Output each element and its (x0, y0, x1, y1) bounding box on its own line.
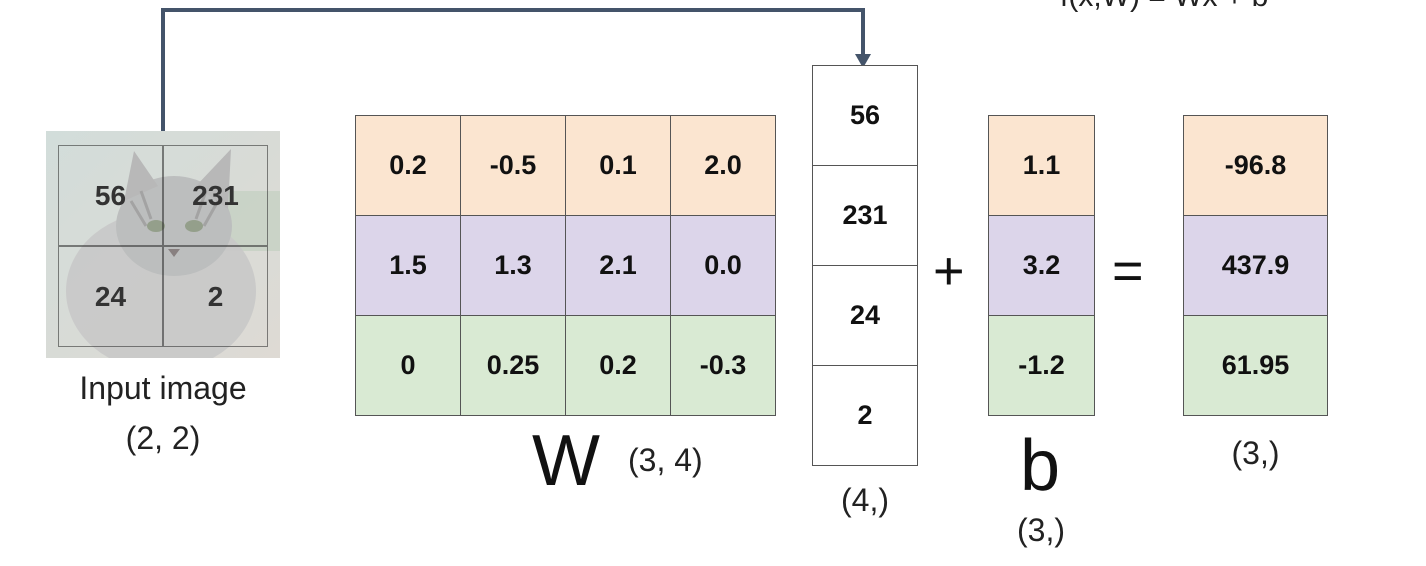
x-value: 24 (813, 266, 918, 366)
weight-cell: 0.25 (461, 316, 566, 416)
x-value: 231 (813, 166, 918, 266)
plus-sign: + (933, 241, 965, 301)
weight-cell: 0.2 (566, 316, 671, 416)
weight-matrix: 0.2 -0.5 0.1 2.0 1.5 1.3 2.1 0.0 0 0.25 … (355, 115, 776, 416)
output-shape: (3,) (1231, 435, 1280, 471)
pixel-value: 24 (58, 246, 163, 347)
pixel-value: 2 (163, 246, 268, 347)
weight-cell: 0 (356, 316, 461, 416)
output-value: 437.9 (1184, 216, 1328, 316)
weight-cell: 0.2 (356, 116, 461, 216)
weight-shape: (3, 4) (628, 442, 703, 478)
input-image-shape: (2, 2) (125, 420, 201, 456)
pixel-value: 56 (58, 145, 163, 246)
weight-cell: 1.3 (461, 216, 566, 316)
weight-cell: 0.1 (566, 116, 671, 216)
input-image-label: Input image (79, 370, 247, 406)
pixel-grid: 56 231 24 2 (58, 145, 268, 347)
weight-cell: -0.5 (461, 116, 566, 216)
weight-symbol: W (532, 421, 600, 501)
x-value: 2 (813, 366, 918, 466)
bias-value: 3.2 (989, 216, 1095, 316)
weight-cell: 2.1 (566, 216, 671, 316)
bias-vector: 1.1 3.2 -1.2 (988, 115, 1095, 416)
weight-cell: 2.0 (671, 116, 776, 216)
x-vector-shape: (4,) (841, 482, 889, 518)
bias-value: -1.2 (989, 316, 1095, 416)
svg-text:f(x,W) = Wx + b: f(x,W) = Wx + b (1060, 0, 1268, 13)
x-value: 56 (813, 66, 918, 166)
bias-shape: (3,) (1017, 512, 1065, 548)
bias-symbol: b (1020, 426, 1061, 506)
output-value: 61.95 (1184, 316, 1328, 416)
bias-value: 1.1 (989, 116, 1095, 216)
weight-cell: 1.5 (356, 216, 461, 316)
equals-sign: = (1112, 241, 1144, 301)
pixel-value: 231 (163, 145, 268, 246)
output-vector: -96.8 437.9 61.95 (1183, 115, 1328, 416)
output-value: -96.8 (1184, 116, 1328, 216)
weight-cell: -0.3 (671, 316, 776, 416)
weight-cell: 0.0 (671, 216, 776, 316)
x-vector: 56 231 24 2 (812, 65, 918, 466)
